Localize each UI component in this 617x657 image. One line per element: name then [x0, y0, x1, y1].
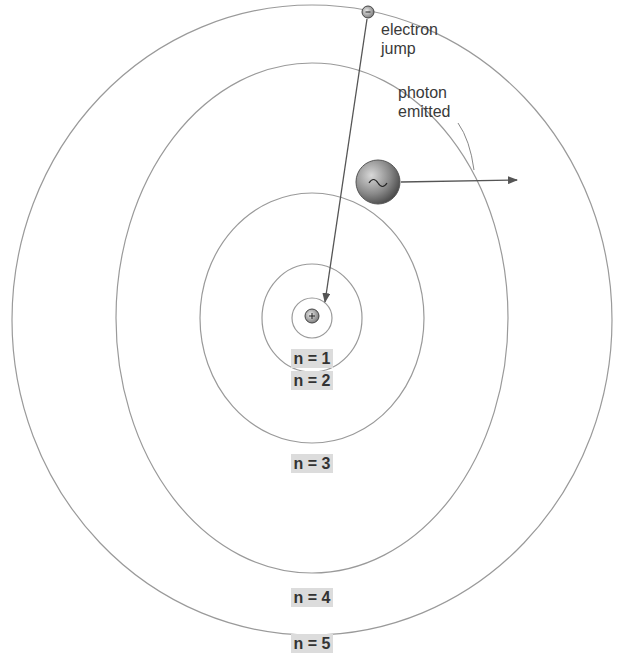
- orbit-label: n = 4: [291, 588, 334, 607]
- orbit-4: [116, 63, 508, 573]
- photon-arrow: [401, 180, 517, 182]
- plus-sign: [309, 313, 315, 319]
- nucleus: [305, 309, 319, 323]
- orbit-label: n = 2: [291, 371, 334, 390]
- electron: [362, 6, 374, 18]
- minus-sign: [366, 12, 371, 13]
- annotation-label: photon emitted: [398, 83, 466, 121]
- wave-symbol: [369, 180, 387, 187]
- orbit-1: [292, 298, 332, 338]
- leader-line: [458, 123, 474, 170]
- orbit-label: n = 5: [291, 634, 334, 653]
- jump-arrow: [325, 19, 367, 302]
- orbit-3: [200, 193, 424, 443]
- photon: [356, 160, 400, 204]
- orbits: [12, 5, 612, 635]
- orbit-5: [12, 5, 612, 635]
- orbit-2: [262, 264, 362, 372]
- annotation-label: electron jump: [381, 20, 451, 58]
- orbit-label: n = 1: [291, 349, 334, 368]
- orbit-label: n = 3: [291, 454, 334, 473]
